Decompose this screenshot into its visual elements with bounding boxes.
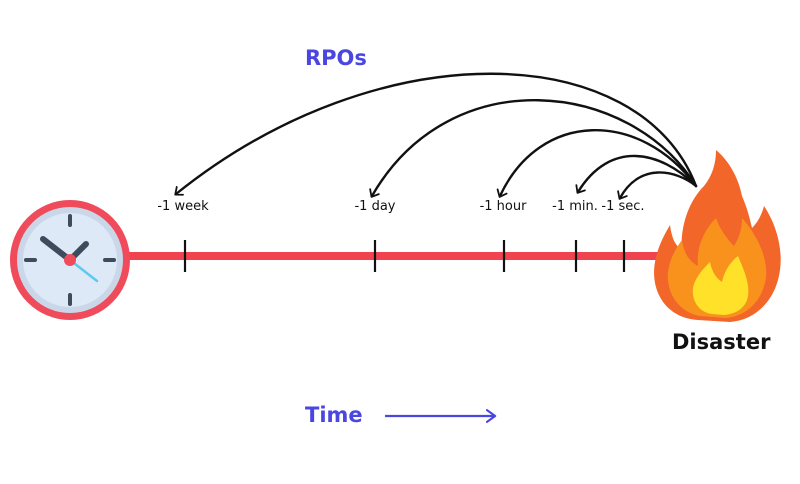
rpo-arc-hour — [496, 129, 698, 198]
timeline-bar — [120, 252, 680, 260]
rpo-arc-day — [369, 99, 698, 198]
disaster-label: Disaster — [672, 330, 771, 354]
tick-marks — [183, 240, 626, 272]
rpo-arc-second — [617, 171, 698, 200]
clock-icon — [10, 200, 130, 320]
tick-label-day: -1 day — [354, 199, 396, 214]
tick-label-second: -1 sec. — [601, 199, 645, 214]
fire-icon — [654, 150, 781, 322]
tick-label-hour: -1 hour — [479, 199, 527, 214]
rpo-arc-minute — [575, 154, 698, 194]
time-axis-label: Time — [305, 403, 363, 427]
rpo-arcs — [174, 72, 698, 200]
tick-label-minute: -1 min. — [552, 199, 598, 214]
rpo-arc-week — [174, 72, 698, 196]
tick-label-week: -1 week — [157, 199, 209, 214]
rpo-title: RPOs — [305, 46, 367, 70]
